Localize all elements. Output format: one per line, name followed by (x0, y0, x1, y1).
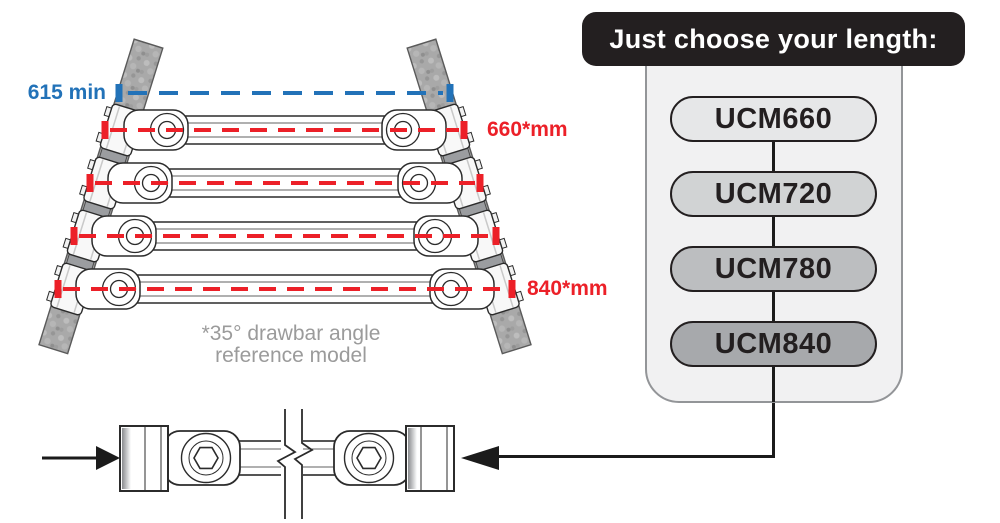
option-ucm780[interactable]: UCM780 (670, 246, 877, 292)
blue-dashed-line (115, 84, 454, 102)
connector-line (772, 367, 775, 402)
left-arrow (42, 446, 120, 470)
option-ucm660[interactable]: UCM660 (670, 96, 877, 142)
option-ucm720[interactable]: UCM720 (670, 171, 877, 217)
straight-drawbar (42, 402, 775, 521)
break-symbol (276, 407, 314, 521)
panel-title-text: Just choose your length: (609, 23, 938, 54)
reference-footnote: *35° drawbar angle reference model (165, 323, 417, 367)
panel-title: Just choose your length: (582, 12, 965, 66)
red-dashed-lines (54, 121, 516, 298)
option-ucm840[interactable]: UCM840 (670, 321, 877, 367)
right-arrow-connector (461, 402, 775, 470)
connector-line (772, 142, 775, 171)
drawbar-2 (107, 162, 463, 204)
connector-line (772, 217, 775, 246)
footnote-line-1: *35° drawbar angle (201, 322, 381, 345)
length-840-label: 840*mm (527, 277, 608, 300)
connector-line (772, 292, 775, 321)
length-660-label: 660*mm (487, 118, 568, 141)
right-end-fitting (333, 425, 455, 492)
angled-reference-model (38, 38, 532, 355)
footnote-line-2: reference model (215, 344, 367, 367)
min-length-label: 615 min (27, 81, 106, 104)
left-end-fitting (119, 425, 241, 492)
